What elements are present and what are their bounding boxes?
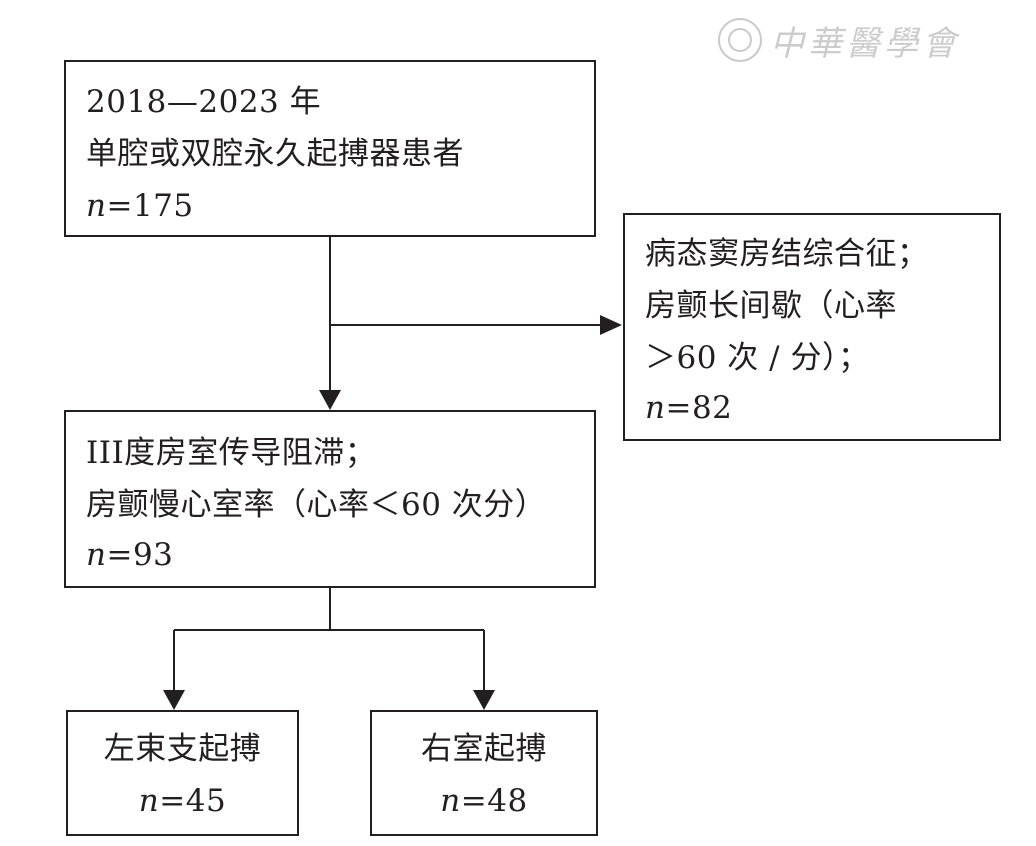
source-description: 单腔或双腔永久起搏器患者 xyxy=(86,136,464,172)
n-symbol: n xyxy=(86,188,107,224)
left-branch-label: 左束支起搏 xyxy=(103,731,262,767)
excluded-count: n=82 xyxy=(645,393,732,424)
source-count: n=175 xyxy=(86,191,194,222)
box-right-ventricular-pacing: 右室起搏 n=48 xyxy=(370,710,598,836)
right-branch-label: 右室起搏 xyxy=(421,731,547,767)
n-symbol: n xyxy=(645,390,666,426)
right-branch-n-value: =48 xyxy=(460,783,528,819)
excluded-reason-1: 病态窦房结综合征； xyxy=(645,236,929,272)
n-symbol: n xyxy=(440,783,461,819)
included-criteria-1: III度房室传导阻滞； xyxy=(86,435,377,471)
arrowhead-excluded xyxy=(600,315,622,335)
excluded-n-value: =82 xyxy=(665,390,733,426)
excluded-reason-3: ＞60 次 / 分）； xyxy=(645,340,870,376)
source-n-value: =175 xyxy=(106,188,194,224)
watermark-logo: 中華醫學會 xyxy=(718,14,1018,66)
included-criteria-2: 房颤慢心室率（心率＜60 次分） xyxy=(86,487,547,523)
left-branch-n-value: =45 xyxy=(159,783,227,819)
source-years: 2018—2023 年 xyxy=(86,84,322,120)
seal-icon xyxy=(718,18,762,62)
excluded-reason-2: 房颤长间歇（心率 xyxy=(645,288,897,324)
included-n-value: =93 xyxy=(106,537,174,573)
left-branch-count: n=45 xyxy=(68,786,297,817)
n-symbol: n xyxy=(138,783,160,819)
box-included: III度房室传导阻滞； 房颤慢心室率（心率＜60 次分） n=93 xyxy=(64,410,596,588)
watermark-text: 中華醫學會 xyxy=(770,23,960,64)
right-branch-count: n=48 xyxy=(372,786,596,817)
arrowhead-included xyxy=(319,390,341,410)
box-source-population: 2018—2023 年 单腔或双腔永久起搏器患者 n=175 xyxy=(64,60,596,237)
box-excluded: 病态窦房结综合征； 房颤长间歇（心率 ＞60 次 / 分）； n=82 xyxy=(623,213,1001,441)
included-count: n=93 xyxy=(86,540,173,571)
arrowhead-left-branch xyxy=(163,690,185,710)
n-symbol: n xyxy=(86,537,107,573)
arrowhead-right-branch xyxy=(473,690,495,710)
box-left-bundle-branch-pacing: 左束支起搏 n=45 xyxy=(66,710,299,836)
